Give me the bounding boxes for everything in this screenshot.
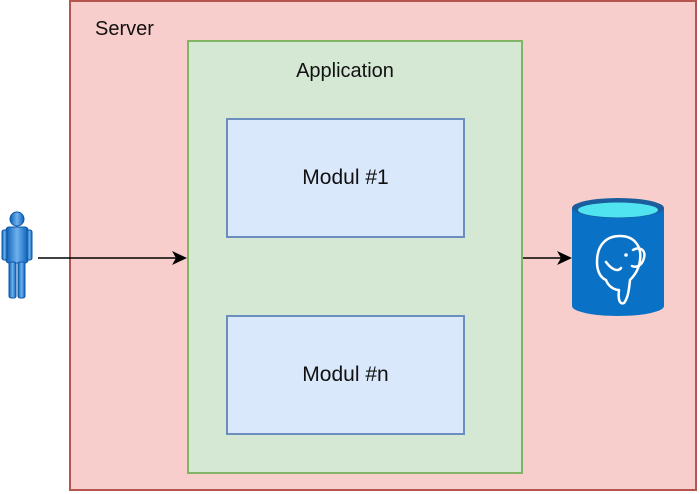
module-1-label: Modul #1 [302, 166, 389, 189]
module-n-label: Modul #n [302, 363, 389, 386]
user-icon [1, 211, 33, 299]
arrow-application-to-database [523, 251, 572, 265]
application-label: Application [296, 60, 394, 82]
server-label: Server [95, 18, 154, 40]
module-1-box: Modul #1 [226, 118, 465, 238]
arrow-user-to-application [38, 251, 187, 265]
module-n-box: Modul #n [226, 315, 465, 435]
postgresql-database-icon [572, 198, 664, 316]
